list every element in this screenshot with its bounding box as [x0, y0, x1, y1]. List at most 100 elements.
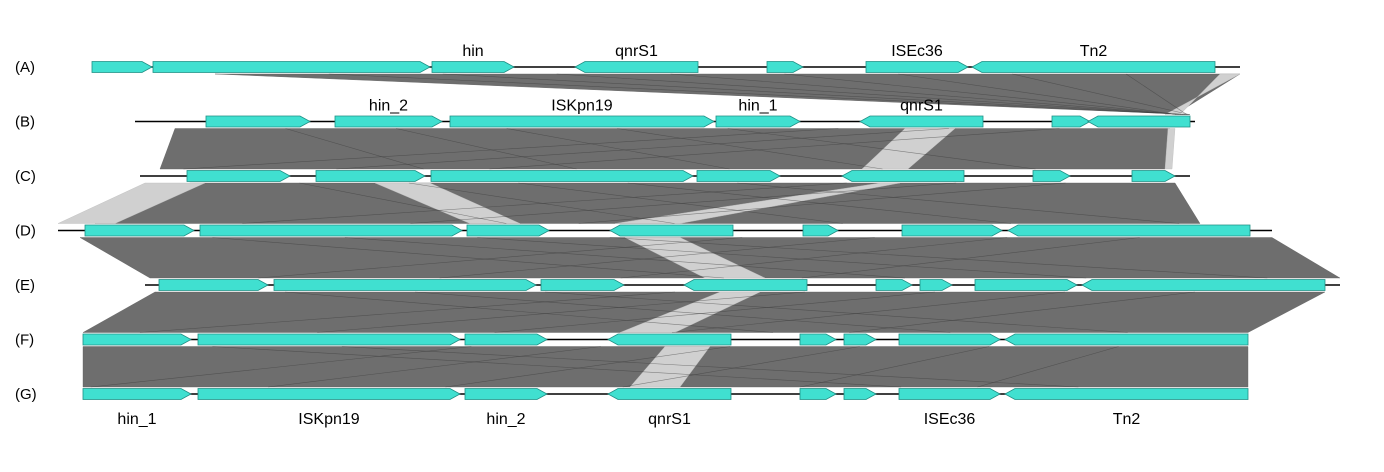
gene-arrow	[859, 115, 984, 128]
alignment-streak	[1125, 73, 1187, 115]
gene-arrow	[799, 333, 837, 346]
gene-label: hin_2	[369, 98, 408, 115]
gene-arrow	[802, 224, 839, 237]
alignment-streak	[328, 73, 1188, 115]
gene-arrow	[843, 388, 877, 400]
alignment-streak	[556, 73, 1184, 115]
gene-arrow	[464, 388, 548, 400]
alignment-streak	[898, 73, 1177, 115]
alignment-streak	[439, 237, 875, 279]
track-label: (E)	[15, 277, 35, 294]
alignment-streak	[344, 237, 906, 279]
track-label: (D)	[15, 223, 36, 240]
gene-label: qnrS1	[648, 411, 691, 428]
track-label: (G)	[15, 386, 37, 403]
alignment-streak	[258, 237, 743, 279]
alignment-streak	[506, 128, 730, 170]
track-label: (A)	[15, 59, 35, 76]
alignment-streak	[727, 128, 1036, 170]
alignment-streak	[784, 73, 1179, 115]
gene-arrow	[82, 333, 192, 346]
gene-arrow	[1087, 115, 1191, 128]
gene-arrow	[186, 170, 291, 182]
alignment-streak	[477, 237, 1087, 279]
alignment-streak	[609, 237, 1268, 279]
alignment-streak	[139, 291, 676, 333]
alignment-streak	[285, 128, 424, 170]
gene-label: Tn2	[1113, 411, 1141, 428]
gene-arrow	[919, 279, 953, 291]
gene-arrow	[901, 224, 1003, 237]
alignment-streak	[849, 291, 1196, 333]
alignment-streak	[544, 291, 1128, 333]
gene-arrow	[466, 224, 550, 237]
gene-arrow	[1007, 224, 1251, 237]
direct-homology-band	[94, 182, 1201, 224]
track-label: (F)	[15, 332, 34, 349]
alignment-streak	[242, 182, 847, 224]
alignment-streak	[317, 291, 806, 333]
direct-homology-band	[159, 128, 1171, 170]
inverted-homology-band	[619, 291, 761, 333]
track-e: (E)	[15, 277, 1340, 294]
gene-arrow	[971, 61, 1216, 73]
gene-arrow	[82, 388, 192, 400]
gene-label: qnrS1	[900, 98, 943, 115]
gene-arrow	[865, 61, 969, 73]
gene-label: hin	[462, 43, 483, 60]
gene-arrow	[1004, 333, 1249, 346]
gene-label: hin_1	[117, 411, 156, 428]
alignment-streak	[410, 182, 957, 224]
gene-arrow	[696, 170, 781, 182]
alignment-streak	[489, 128, 1060, 170]
gene-arrow	[607, 388, 732, 400]
gene-arrow	[875, 279, 913, 291]
gene-arrow	[974, 279, 1078, 291]
alignment-streak	[671, 291, 1066, 333]
gene-arrow	[273, 279, 537, 291]
inverted-homology-band	[624, 237, 766, 279]
gene-arrow	[843, 333, 877, 346]
alignment-streak	[622, 346, 860, 388]
alignment-streak	[1012, 73, 1190, 115]
inverted-homology-band	[57, 182, 206, 224]
alignment-streak	[90, 346, 472, 388]
gene-arrow	[197, 333, 461, 346]
gene-arrow	[430, 170, 694, 182]
inverted-homology-band	[1164, 128, 1176, 170]
alignment-streak	[670, 73, 1181, 115]
alignment-streak	[494, 291, 936, 333]
gene-arrow	[898, 333, 1001, 346]
gene-label: ISKpn19	[298, 411, 359, 428]
alignment-streak	[336, 128, 949, 170]
gene-arrow	[91, 61, 153, 73]
alignment-streak	[268, 346, 601, 388]
gene-arrow	[199, 224, 463, 237]
inverted-homology-band	[614, 182, 901, 224]
gene-label: ISKpn19	[551, 98, 612, 115]
gene-arrow	[715, 115, 801, 128]
gene-label: ISEc36	[891, 43, 943, 60]
track-c: (C)	[15, 168, 1190, 185]
inverted-homology-band	[861, 128, 956, 170]
gene-arrow	[1032, 170, 1071, 182]
gene-label: hin_2	[486, 411, 525, 428]
alignment-streak	[578, 182, 1066, 224]
gene-arrow	[334, 115, 443, 128]
alignment-streak	[737, 182, 1180, 224]
gene-arrow	[1131, 170, 1176, 182]
alignment-streak	[800, 346, 990, 388]
alignment-streak	[183, 128, 839, 170]
gene-arrow	[84, 224, 195, 237]
gene-arrow	[464, 333, 548, 346]
gene-arrow	[1051, 115, 1091, 128]
gene-label: qnrS1	[615, 43, 658, 60]
gene-arrow	[799, 388, 837, 400]
alignment-streak	[445, 346, 731, 388]
alignment-streak	[977, 346, 1119, 388]
alignment-streak	[212, 346, 902, 388]
gene-label: Tn2	[1080, 43, 1108, 60]
